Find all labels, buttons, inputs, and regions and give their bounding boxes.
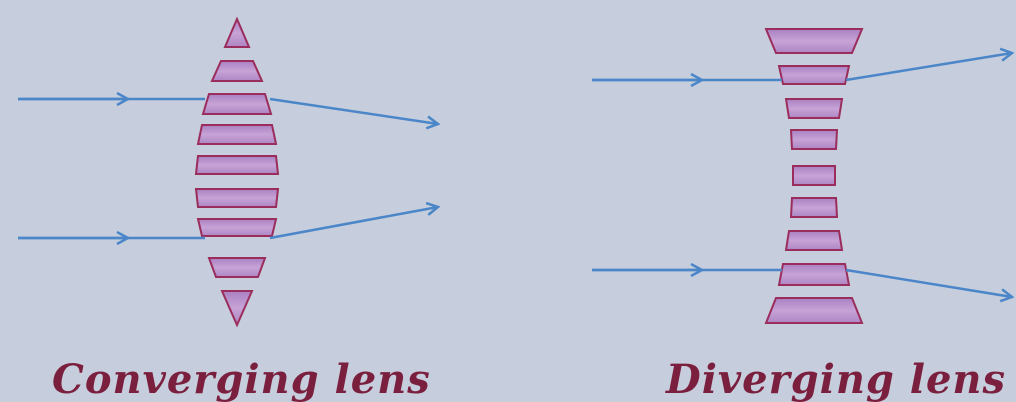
prism-segment: [198, 125, 276, 144]
prism-segment: [203, 94, 271, 114]
prism-segment: [766, 298, 862, 323]
prism-bottom-triangle: [222, 291, 252, 325]
prism-segment: [793, 166, 835, 185]
diverging-lens: [766, 29, 862, 323]
prism-segment: [212, 61, 262, 81]
prism-segment: [791, 198, 837, 217]
prism-segment: [198, 219, 276, 236]
prism-segment: [791, 130, 837, 149]
prism-segment: [779, 264, 849, 285]
converging-lens: [196, 19, 278, 325]
prism-segment: [779, 66, 849, 84]
prism-segment: [786, 99, 842, 118]
prism-segment: [209, 258, 265, 277]
prism-segment: [196, 156, 278, 174]
prism-segment: [196, 189, 278, 207]
ray-outgoing-lower: [846, 270, 1012, 297]
ray-outgoing-lower: [270, 207, 438, 238]
prism-segment: [786, 231, 842, 250]
prism-top-triangle: [225, 19, 249, 47]
prism-segment: [766, 29, 862, 53]
ray-outgoing-upper: [270, 99, 438, 124]
converging-lens-caption: Converging lens: [52, 360, 431, 400]
diverging-lens-caption: Diverging lens: [666, 360, 1006, 400]
ray-outgoing-upper: [846, 53, 1012, 80]
